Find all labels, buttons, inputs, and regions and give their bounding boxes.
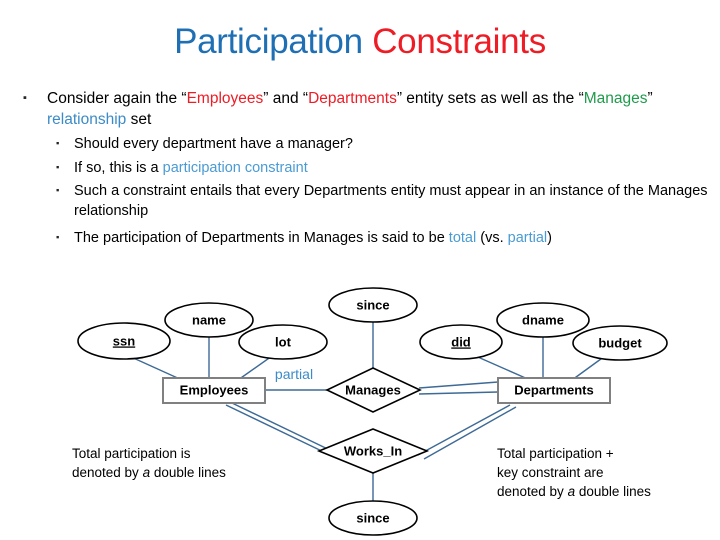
caption-left-line2-post: double lines [150, 465, 226, 480]
sub-bullet-item-2: ▪ If so, this is a participation constrai… [18, 158, 708, 178]
attribute-dname[interactable]: dname [496, 302, 590, 338]
attribute-did[interactable]: did [419, 324, 503, 360]
caption-right-line3-post: double lines [575, 484, 651, 499]
bullet-marker-icon: ▪ [56, 138, 60, 149]
sub-bullet-text-4-prefix: The participation of Departments in Mana… [74, 230, 449, 246]
relationship-diamond [325, 367, 422, 413]
attribute-since-manages[interactable]: since [328, 287, 418, 323]
attribute-ellipse [164, 302, 254, 338]
entity-employees[interactable]: Employees [162, 377, 266, 404]
attribute-ellipse [328, 287, 418, 323]
attribute-label: ssn [113, 333, 135, 348]
title-part-constraints: Constraints [372, 22, 546, 61]
edge-lot-employees [237, 355, 273, 381]
bullet-emphasis-manages: Manages [583, 90, 648, 107]
sub-bullet-item-4: ▪ The participation of Departments in Man… [18, 228, 708, 248]
caption-left-line2-pre: denoted by [72, 465, 143, 480]
caption-right-line1: Total participation + [497, 446, 614, 461]
edge-manages-departments-a [418, 381, 499, 389]
bullet-text-seg3: ” entity sets as well as the “ [396, 90, 584, 107]
relationship-label: Works_In [344, 443, 402, 458]
bullet-marker-icon: ▪ [56, 161, 60, 173]
caption-left-line2-italic: a [142, 465, 151, 480]
attribute-label: since [356, 510, 389, 525]
attribute-label: name [192, 312, 226, 327]
bullet-marker-icon: ▪ [56, 232, 60, 243]
relationship-diamond [316, 428, 430, 474]
edge-departments-worksin-a [417, 404, 511, 456]
caption-right-line3-pre: denoted by [497, 484, 568, 499]
attribute-lot[interactable]: lot [238, 324, 328, 360]
attribute-ssn[interactable]: ssn [77, 322, 171, 360]
relationship-works-in[interactable]: Works_In [316, 428, 430, 474]
bullet-emphasis-departments: Departments [308, 90, 397, 107]
attribute-budget[interactable]: budget [572, 325, 668, 361]
attribute-ellipse [328, 500, 418, 536]
bullet-marker-icon: ▪ [56, 185, 60, 196]
bullet-text-seg5: set [126, 111, 152, 128]
relationship-manages[interactable]: Manages [325, 367, 422, 413]
sub-bullet-list: ▪ Should every department have a manager?… [18, 134, 708, 248]
diagram-connectors [119, 322, 606, 509]
sub-bullet-item-3: ▪ Such a constraint entails that every De… [18, 181, 708, 221]
entity-label: Employees [180, 382, 249, 397]
attribute-ellipse [419, 324, 503, 360]
bullet-text-seg1: Consider again the “ [47, 90, 187, 107]
sub-bullet-emphasis-participation-constraint: participation constraint [162, 159, 308, 176]
attribute-ellipse [77, 322, 171, 360]
attribute-label: dname [522, 312, 564, 327]
sub-bullet-text-1: Should every department have a manager? [74, 136, 353, 152]
caption-right-line3-italic: a [567, 484, 576, 499]
bullet-emphasis-relationship: relationship [47, 111, 127, 128]
bullet-item-main: ▪ Consider again the “Employees” and “Dep… [18, 88, 708, 130]
bullet-marker-icon: ▪ [23, 92, 27, 104]
caption-right-line2: key constraint are [497, 465, 604, 480]
attribute-ellipse [572, 325, 668, 361]
bullet-list: ▪ Consider again the “Employees” and “Dep… [18, 88, 708, 252]
bullet-text-seg4: ” [647, 90, 653, 107]
attribute-label: since [356, 297, 389, 312]
entity-label: Departments [514, 382, 593, 397]
entity-departments[interactable]: Departments [497, 377, 611, 404]
edge-budget-departments [571, 355, 606, 381]
attribute-label: lot [275, 334, 292, 349]
title-part-participation: Participation [174, 22, 363, 61]
bullet-emphasis-employees: Employees [186, 90, 264, 107]
attribute-ellipse [238, 324, 328, 360]
entity-rect [497, 377, 611, 404]
attribute-ellipse [496, 302, 590, 338]
sub-bullet-item-1: ▪ Should every department have a manager? [18, 134, 708, 154]
bullet-text-seg2: ” and “ [263, 90, 309, 107]
edge-did-departments [470, 353, 531, 381]
sub-bullet-text-3: Such a constraint entails that every Dep… [74, 183, 708, 219]
caption-left-line1: Total participation is [72, 446, 191, 461]
attribute-label: budget [598, 335, 642, 350]
sub-bullet-emphasis-partial: partial [507, 230, 548, 246]
entity-rect [162, 377, 266, 404]
relationship-label: Manages [345, 382, 401, 397]
sub-bullet-text-2-prefix: If so, this is a [74, 159, 163, 176]
edge-employees-worksin-b [231, 402, 337, 454]
page-title: Participation Constraints [0, 22, 720, 62]
edge-employees-worksin-a [225, 404, 331, 456]
edge-manages-departments-b [418, 391, 499, 395]
edge-departments-worksin-b [423, 406, 517, 460]
attribute-label: did [451, 334, 471, 349]
caption-total-participation: Total participation is denoted by a doub… [72, 444, 287, 482]
sub-bullet-text-4-suffix: ) [547, 230, 552, 246]
er-diagram: ssn name lot since did dname budget [0, 283, 720, 540]
attribute-name[interactable]: name [164, 302, 254, 338]
edge-label-partial: partial [275, 366, 313, 382]
sub-bullet-text-4-mid: (vs. [476, 230, 508, 246]
sub-bullet-emphasis-total: total [448, 230, 477, 246]
attribute-since-worksin[interactable]: since [328, 500, 418, 536]
caption-total-participation-key-constraint: Total participation + key constraint are… [497, 444, 712, 501]
